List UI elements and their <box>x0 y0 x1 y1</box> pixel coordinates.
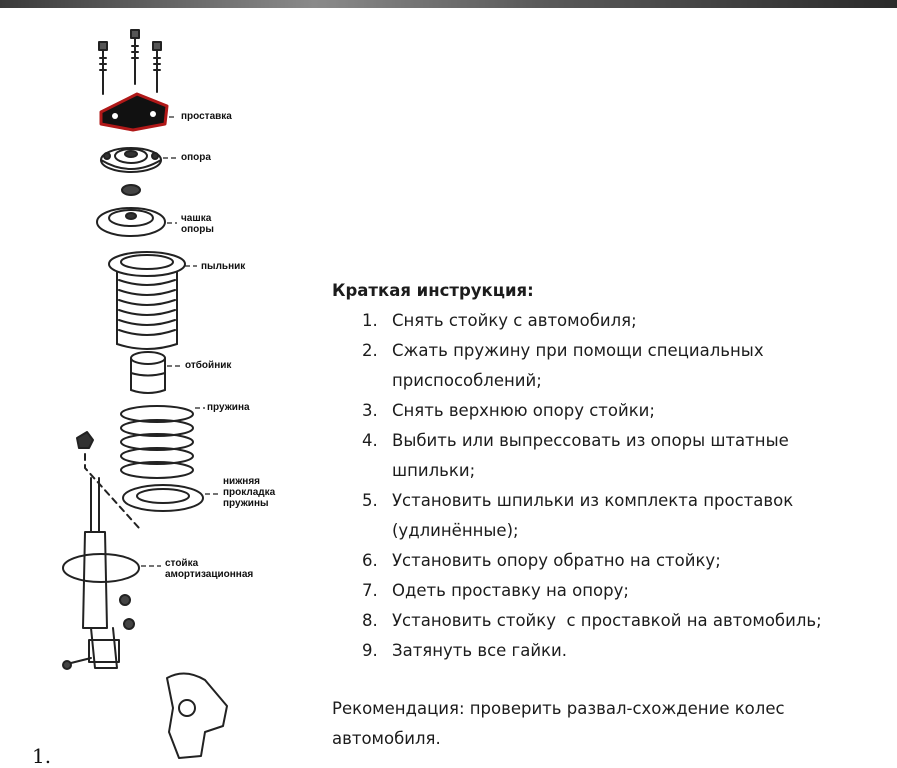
label-cup-line-1: чашка <box>181 213 212 224</box>
footnote-number: 1. <box>32 744 52 768</box>
step-text: Установить стойку с проставкой на автомо… <box>392 611 822 630</box>
step-item: 2. Сжать пружину при помощи специальных пр… <box>332 336 892 396</box>
instructions-title: Краткая инструкция: <box>332 281 534 300</box>
label-boot: пыльник <box>201 261 246 272</box>
recommendation-line-1: Рекомендация: проверить развал-схождение… <box>332 699 785 718</box>
knuckle-part <box>166 672 228 759</box>
label-lower-pad-line-2: прокладка <box>223 487 276 498</box>
step-item: 8. Установить стойку с проставкой на авто… <box>332 606 892 636</box>
step-number: 1. <box>362 311 378 330</box>
step-text: Установить опору обратно на стойку; <box>392 551 721 570</box>
strut-part <box>62 477 140 670</box>
top-bar <box>0 0 897 8</box>
top-nut-part <box>76 431 94 449</box>
step-text: Установить шпильки из комплекта проставо… <box>392 491 794 510</box>
step-text-continued: (удлинённые); <box>392 521 519 540</box>
step-number: 8. <box>362 611 378 630</box>
instructions-block: Краткая инструкция: 1. Снять стойку с авт… <box>332 276 892 666</box>
label-spacer: проставка <box>181 111 232 122</box>
label-strut: стойка амортизационная <box>165 558 253 580</box>
step-text: Выбить или выпрессовать из опоры штатные <box>392 431 789 450</box>
step-number: 4. <box>362 431 378 450</box>
step-number: 5. <box>362 491 378 510</box>
step-text-continued: приспособлений; <box>392 371 542 390</box>
strut-drawing <box>62 29 228 759</box>
instructions-steps: 1. Снять стойку с автомобиля; 2. Сжать пру… <box>332 306 892 666</box>
label-cup-line-2: опоры <box>181 224 214 235</box>
boot-part <box>108 251 186 350</box>
step-number: 9. <box>362 641 378 660</box>
step-item: 9. Затянуть все гайки. <box>332 636 892 666</box>
recommendation-line-2: автомобиля. <box>332 729 441 748</box>
label-lower-pad-line-3: пружины <box>223 498 269 509</box>
step-item: 4. Выбить или выпрессовать из опоры штатн… <box>332 426 892 486</box>
cup-part <box>96 207 166 237</box>
step-number: 6. <box>362 551 378 570</box>
label-bump-stop: отбойник <box>185 360 232 371</box>
step-item: 3. Снять верхнюю опору стойки; <box>332 396 892 426</box>
mount-part <box>100 147 162 173</box>
strut-exploded-diagram: проставка опора чашка опоры пыльник отбо… <box>55 28 305 766</box>
step-item: 6. Установить опору обратно на стойку; <box>332 546 892 576</box>
label-spring: пружина <box>207 402 250 413</box>
step-text: Снять верхнюю опору стойки; <box>392 401 655 420</box>
spring-part <box>120 405 194 479</box>
step-item: 1. Снять стойку с автомобиля; <box>332 306 892 336</box>
step-text: Затянуть все гайки. <box>392 641 567 660</box>
label-mount: опора <box>181 152 211 163</box>
step-item: 5. Установить шпильки из комплекта проста… <box>332 486 892 546</box>
label-strut-line-2: амортизационная <box>165 569 254 580</box>
label-strut-line-1: стойка <box>165 558 199 569</box>
step-number: 3. <box>362 401 378 420</box>
step-number: 7. <box>362 581 378 600</box>
lower-pad-part <box>122 484 204 512</box>
step-item: 7. Одеть проставку на опору; <box>332 576 892 606</box>
label-cup: чашка опоры <box>181 213 214 235</box>
label-lower-pad: нижняя прокладка пружины <box>223 476 275 509</box>
washer-part <box>121 184 141 196</box>
step-number: 2. <box>362 341 378 360</box>
recommendation-text: Рекомендация: проверить развал-схождение… <box>332 694 892 754</box>
step-text-continued: шпильки; <box>392 461 476 480</box>
stud-bolts-icon <box>98 29 162 95</box>
bump-stop-part <box>130 351 166 394</box>
label-lower-pad-line-1: нижняя <box>223 476 260 487</box>
step-text: Сжать пружину при помощи специальных <box>392 341 764 360</box>
step-text: Одеть проставку на опору; <box>392 581 629 600</box>
spacer-part <box>99 92 169 132</box>
step-text: Снять стойку с автомобиля; <box>392 311 637 330</box>
